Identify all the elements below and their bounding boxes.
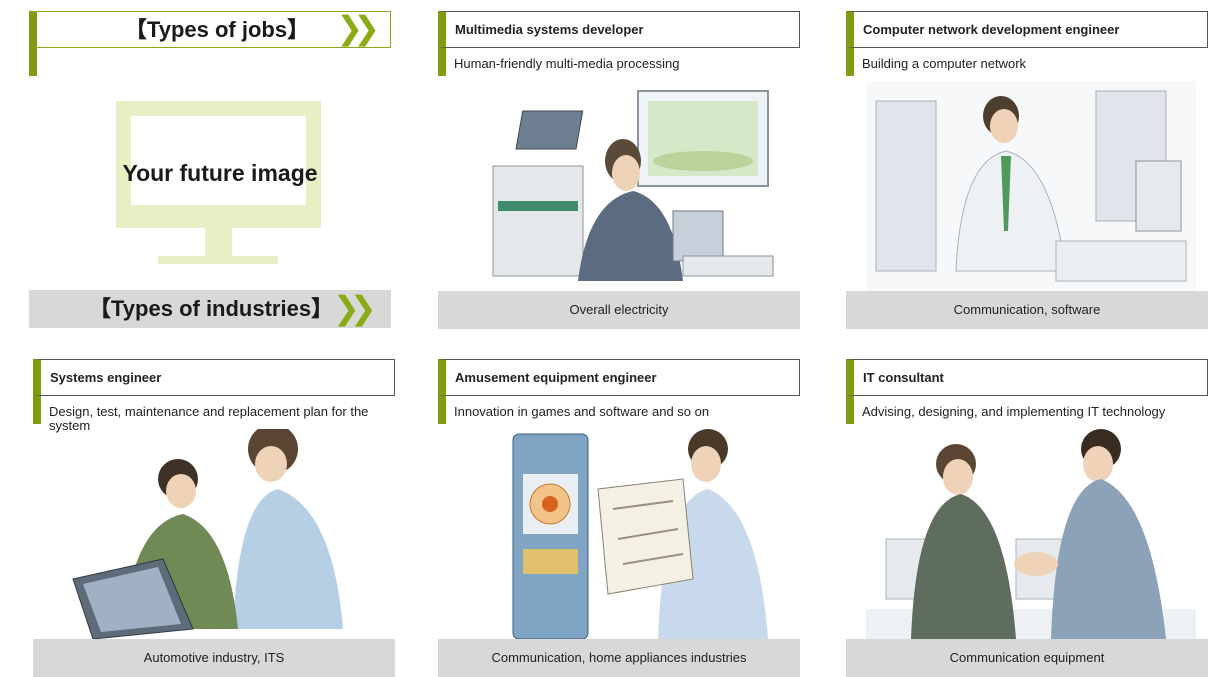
job-title: Computer network development engineer	[846, 11, 1208, 48]
industry-label: Communication, home appliances industrie…	[438, 639, 800, 677]
job-card-multimedia-developer: Multimedia systems developer Human-frien…	[438, 11, 800, 329]
engineers-with-laptop-illustration	[72, 429, 343, 639]
job-title: IT consultant	[846, 359, 1208, 396]
developer-at-computer-illustration	[492, 90, 774, 281]
card-accent-bar	[33, 396, 41, 424]
monitor-stand-base	[158, 256, 278, 264]
card-accent-bar	[846, 48, 854, 76]
job-title: Amusement equipment engineer	[438, 359, 800, 396]
industry-label: Automotive industry, ITS	[33, 639, 395, 677]
job-description: Building a computer network	[862, 56, 1027, 71]
types-of-jobs-header: 【Types of jobs】 ❯❯	[29, 11, 391, 48]
future-image-label: Your future image	[122, 160, 318, 186]
types-of-industries-header: 【Types of industries】 ❯❯	[29, 290, 391, 328]
engineer-with-blueprint-illustration	[512, 429, 768, 639]
monitor-stand-neck	[205, 228, 232, 256]
job-description: Human-friendly multi-media processing	[454, 56, 680, 71]
job-title: Multimedia systems developer	[438, 11, 800, 48]
double-chevron-right-icon: ❯❯	[336, 9, 380, 47]
double-chevron-right-icon: ❯❯	[333, 289, 377, 327]
card-accent-bar	[846, 396, 854, 424]
job-description: Innovation in games and software and so …	[454, 404, 710, 419]
job-description: Design, test, maintenance and replacemen…	[49, 404, 369, 433]
job-card-network-engineer: Computer network development engineer Bu…	[846, 11, 1208, 329]
network-engineer-illustration	[866, 81, 1196, 291]
industry-label: Communication equipment	[846, 639, 1208, 677]
industry-label: Overall electricity	[438, 291, 800, 329]
card-accent-bar	[438, 396, 446, 424]
industry-label: Communication, software	[846, 291, 1208, 329]
monitor-screen	[131, 116, 306, 205]
handshake-illustration	[866, 429, 1196, 639]
card-accent-bar	[438, 48, 446, 76]
types-of-jobs-title: 【Types of jobs】	[124, 17, 310, 42]
job-card-it-consultant: IT consultant Advising, designing, and i…	[846, 359, 1208, 677]
job-card-systems-engineer: Systems engineer Design, test, maintenan…	[33, 359, 395, 677]
job-description: Advising, designing, and implementing IT…	[862, 404, 1166, 419]
jobs-header-accent-bar	[29, 48, 37, 76]
job-title: Systems engineer	[33, 359, 395, 396]
types-of-industries-title: 【Types of industries】	[89, 296, 334, 321]
job-card-amusement-engineer: Amusement equipment engineer Innovation …	[438, 359, 800, 677]
